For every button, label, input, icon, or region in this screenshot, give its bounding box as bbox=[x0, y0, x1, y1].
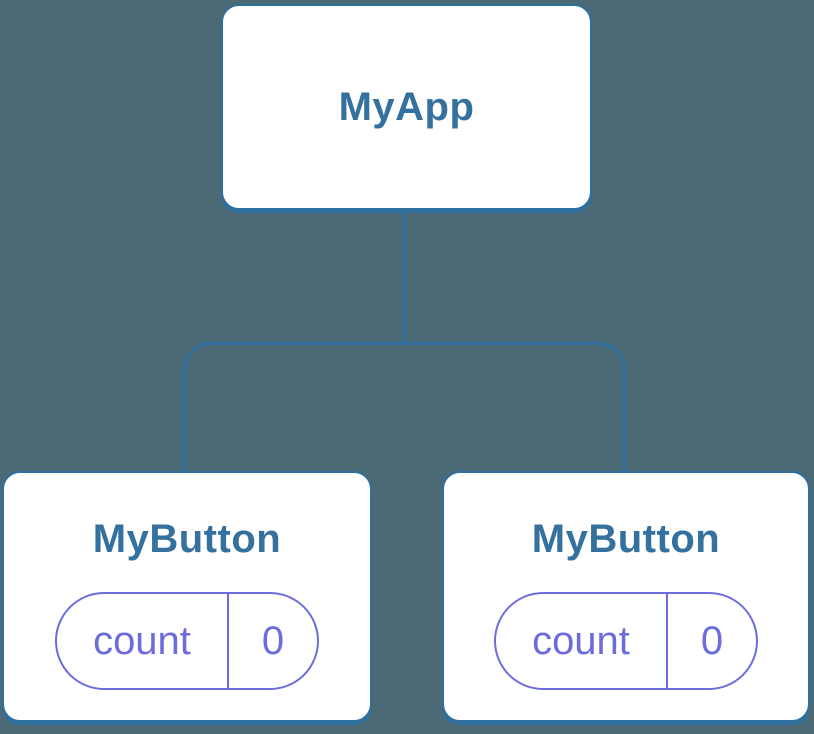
state-key-label: count bbox=[57, 594, 229, 688]
state-pill: count 0 bbox=[55, 592, 319, 690]
root-node-card: MyApp bbox=[221, 4, 592, 210]
connector-bracket-line bbox=[183, 342, 626, 471]
state-pill: count 0 bbox=[494, 592, 758, 690]
child-node-card-right: MyButton count 0 bbox=[442, 471, 810, 722]
state-key-label: count bbox=[496, 594, 668, 688]
child-node-card-left: MyButton count 0 bbox=[2, 471, 372, 722]
state-value: 0 bbox=[700, 618, 724, 663]
child-node-label: MyButton bbox=[92, 517, 282, 561]
state-value: 0 bbox=[261, 618, 285, 663]
root-node-label: MyApp bbox=[338, 85, 475, 129]
child-node-label: MyButton bbox=[531, 517, 721, 561]
connector-stem-line bbox=[403, 211, 406, 343]
